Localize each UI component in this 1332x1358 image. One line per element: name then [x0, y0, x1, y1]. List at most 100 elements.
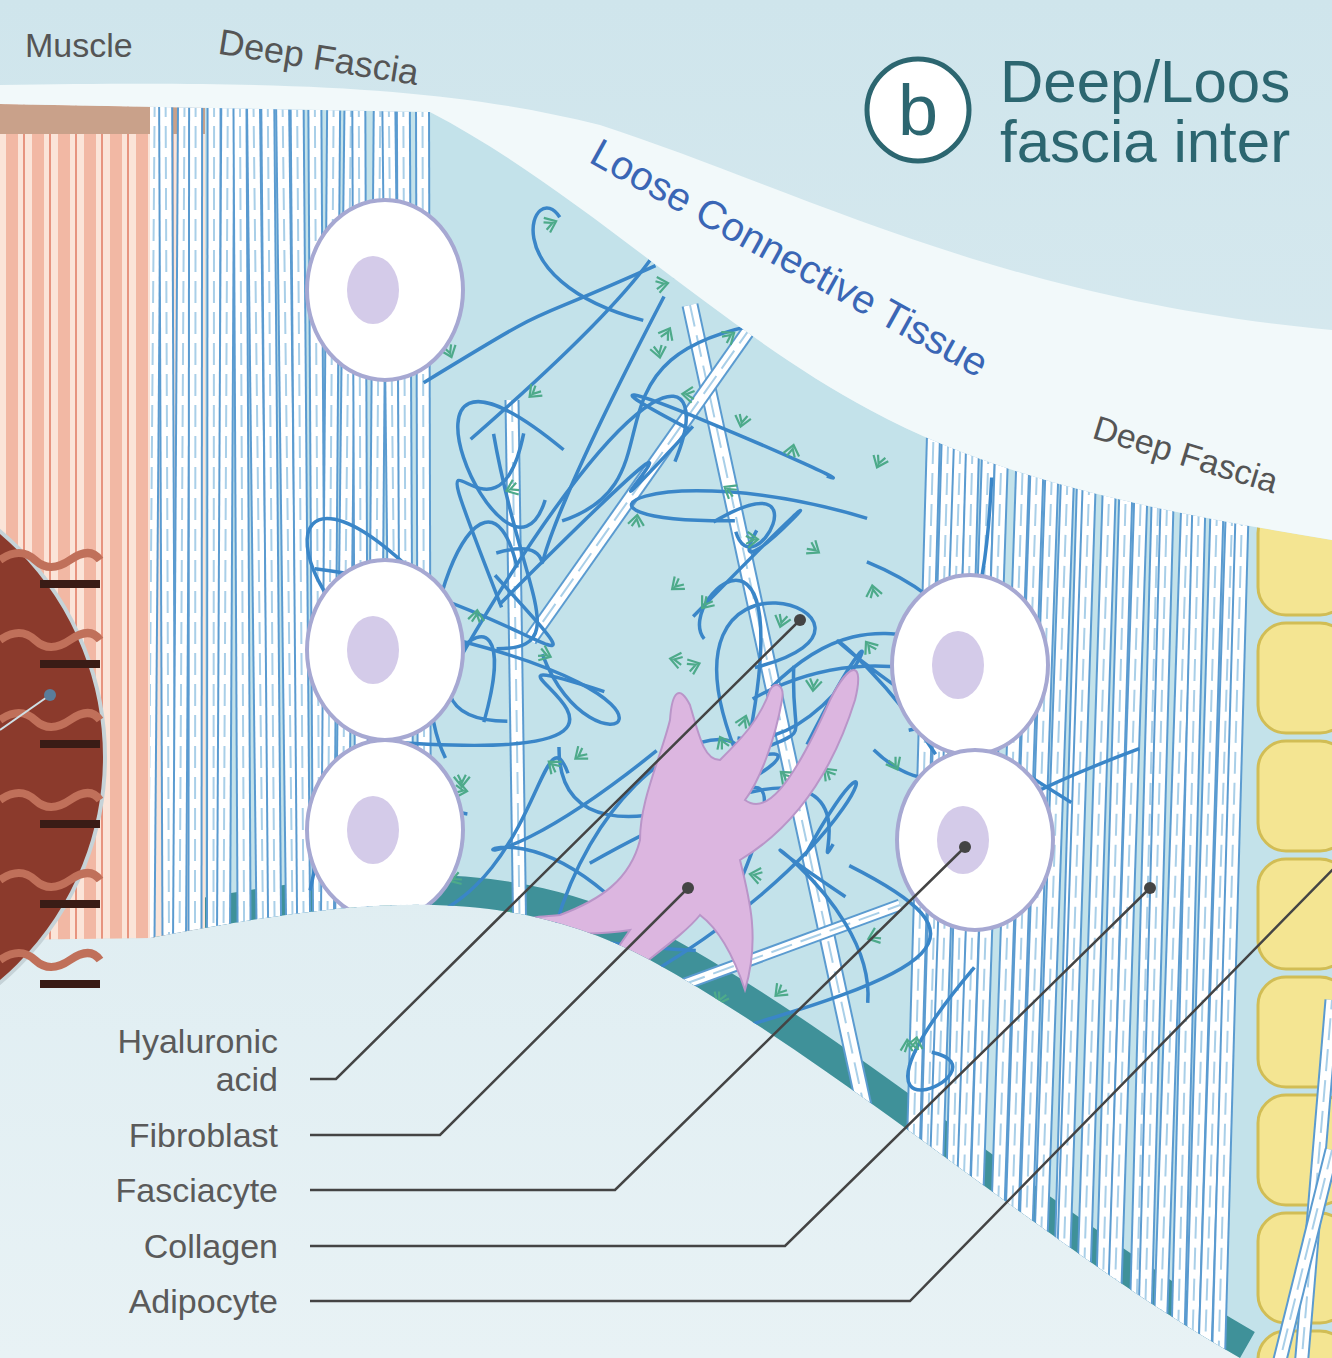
hyaluronic-tuft — [536, 645, 553, 664]
muscle-fibre-line — [127, 100, 129, 940]
leader-dot — [1144, 882, 1156, 894]
collagen-fibre — [1218, 380, 1246, 1358]
collagen-outline — [268, 100, 275, 950]
collagen-stripe — [297, 100, 304, 950]
hyaluronic-tuft — [544, 755, 563, 775]
hyaluronic-tuft — [696, 594, 716, 613]
callout-label: Hyaluronic acid — [78, 1022, 278, 1098]
collagen-stripe — [212, 100, 215, 950]
hyaluronic-tuft — [685, 656, 702, 675]
hyaluronic-tuft — [870, 453, 889, 470]
panel-letter-circle: b — [863, 55, 973, 165]
callout-label: Fibroblast — [40, 1116, 278, 1154]
hyaluronic-tuft — [713, 733, 733, 751]
hyaluronic-tuft — [746, 531, 759, 547]
collagen-fibre — [268, 100, 275, 950]
hyaluronic-tuft — [690, 1000, 709, 1016]
leader-line — [310, 620, 800, 1079]
leader-dot — [959, 841, 971, 853]
muscle-stripe — [136, 100, 148, 940]
figure-title: Deep/Loos fascia inter — [1000, 52, 1318, 172]
hyaluronic-tuft — [667, 575, 686, 595]
collagen-fibre — [512, 400, 520, 950]
fasciacyte-cell — [307, 560, 463, 740]
collagen-outline — [240, 100, 244, 950]
collagen-stripe — [194, 100, 197, 950]
fasciacyte-cell — [892, 575, 1048, 755]
collagen-stripe — [179, 100, 184, 950]
collagen-stripe — [512, 400, 520, 950]
elastic-fibre — [713, 503, 774, 547]
fasciacyte-cell — [307, 200, 463, 380]
inset-fold — [0, 553, 100, 567]
hyaluronic-tuft — [921, 208, 938, 227]
hyaluronic-tuft — [864, 584, 882, 599]
leader-dot — [794, 614, 806, 626]
inset-fold — [0, 633, 100, 647]
collagen-outline — [223, 100, 227, 950]
tissue-name: Muscle — [25, 26, 133, 64]
hyaluronic-tuft — [628, 514, 645, 528]
circle-shape — [867, 59, 969, 161]
hyaluronic-tuft — [570, 745, 589, 765]
hyaluronic-tuft — [733, 413, 751, 429]
inset-fold — [0, 793, 100, 807]
leader-dot — [682, 882, 694, 894]
fasciacyte-nucleus — [347, 256, 399, 324]
hyaluronic-tuft — [650, 344, 668, 359]
collagen-fibre — [223, 100, 227, 950]
hyaluronic-tuft — [669, 651, 684, 669]
hyaluronic-tuft — [487, 1017, 502, 1035]
inset-bar — [40, 660, 100, 668]
collagen-stripe — [150, 100, 155, 950]
inset-fold — [0, 873, 100, 887]
adipocyte-cell — [1258, 623, 1332, 733]
hyaluronic-tuft — [899, 1039, 916, 1053]
hyaluronic-tuft — [783, 443, 801, 458]
inset-pointer — [0, 695, 50, 730]
collagen-outline — [690, 305, 880, 1180]
tissue-name: Loose Connective Tissue — [583, 130, 996, 386]
collagen-outline — [1275, 1150, 1332, 1358]
inset-disc — [0, 462, 105, 1052]
inset-bar — [40, 820, 100, 828]
collagen-fibre — [240, 100, 244, 950]
fasciacyte-cell — [307, 740, 463, 920]
fasciacyte-cell — [897, 750, 1053, 930]
elastic-fibre — [780, 850, 868, 1003]
leader-line — [310, 888, 1150, 1246]
inset-fold — [0, 953, 100, 967]
collagen-fibre — [189, 100, 201, 950]
elastic-fibre — [518, 940, 696, 1106]
hyaluronic-tuft — [749, 866, 764, 884]
tissue-name: Deep Fascia — [1089, 408, 1283, 500]
inset-bar — [40, 900, 100, 908]
hyaluronic-tuft — [805, 678, 822, 691]
callout-label: Fasciacyte — [40, 1171, 278, 1209]
callout-label: Adipocyte — [40, 1282, 278, 1320]
inset-dot — [44, 689, 56, 701]
hyaluronic-tuft — [682, 386, 695, 403]
collagen-outline — [512, 400, 520, 950]
collagen-fibre — [1275, 1150, 1332, 1358]
fasciacyte-nucleus — [347, 796, 399, 864]
collagen-outline — [187, 100, 203, 950]
tissue-name: Deep Fascia — [216, 22, 422, 93]
collagen-fibre — [179, 100, 184, 950]
collagen-outline — [150, 100, 155, 950]
muscle-stripe — [110, 100, 122, 940]
collagen-stripe — [1275, 1150, 1332, 1358]
elastic-fibre — [494, 434, 538, 649]
hyaluronic-tuft — [860, 637, 880, 656]
adipocyte-cell — [1258, 741, 1332, 851]
hyaluronic-tuft — [885, 755, 905, 773]
inset-bar — [40, 980, 100, 988]
collagen-outline — [1218, 380, 1246, 1358]
elastic-fibre — [632, 395, 833, 478]
adipocyte-cell — [1258, 859, 1332, 969]
hyaluronic-tuft — [655, 275, 670, 293]
leader-line — [310, 847, 965, 1190]
collagen-stripe — [240, 100, 244, 950]
fasciacyte-nucleus — [347, 616, 399, 684]
